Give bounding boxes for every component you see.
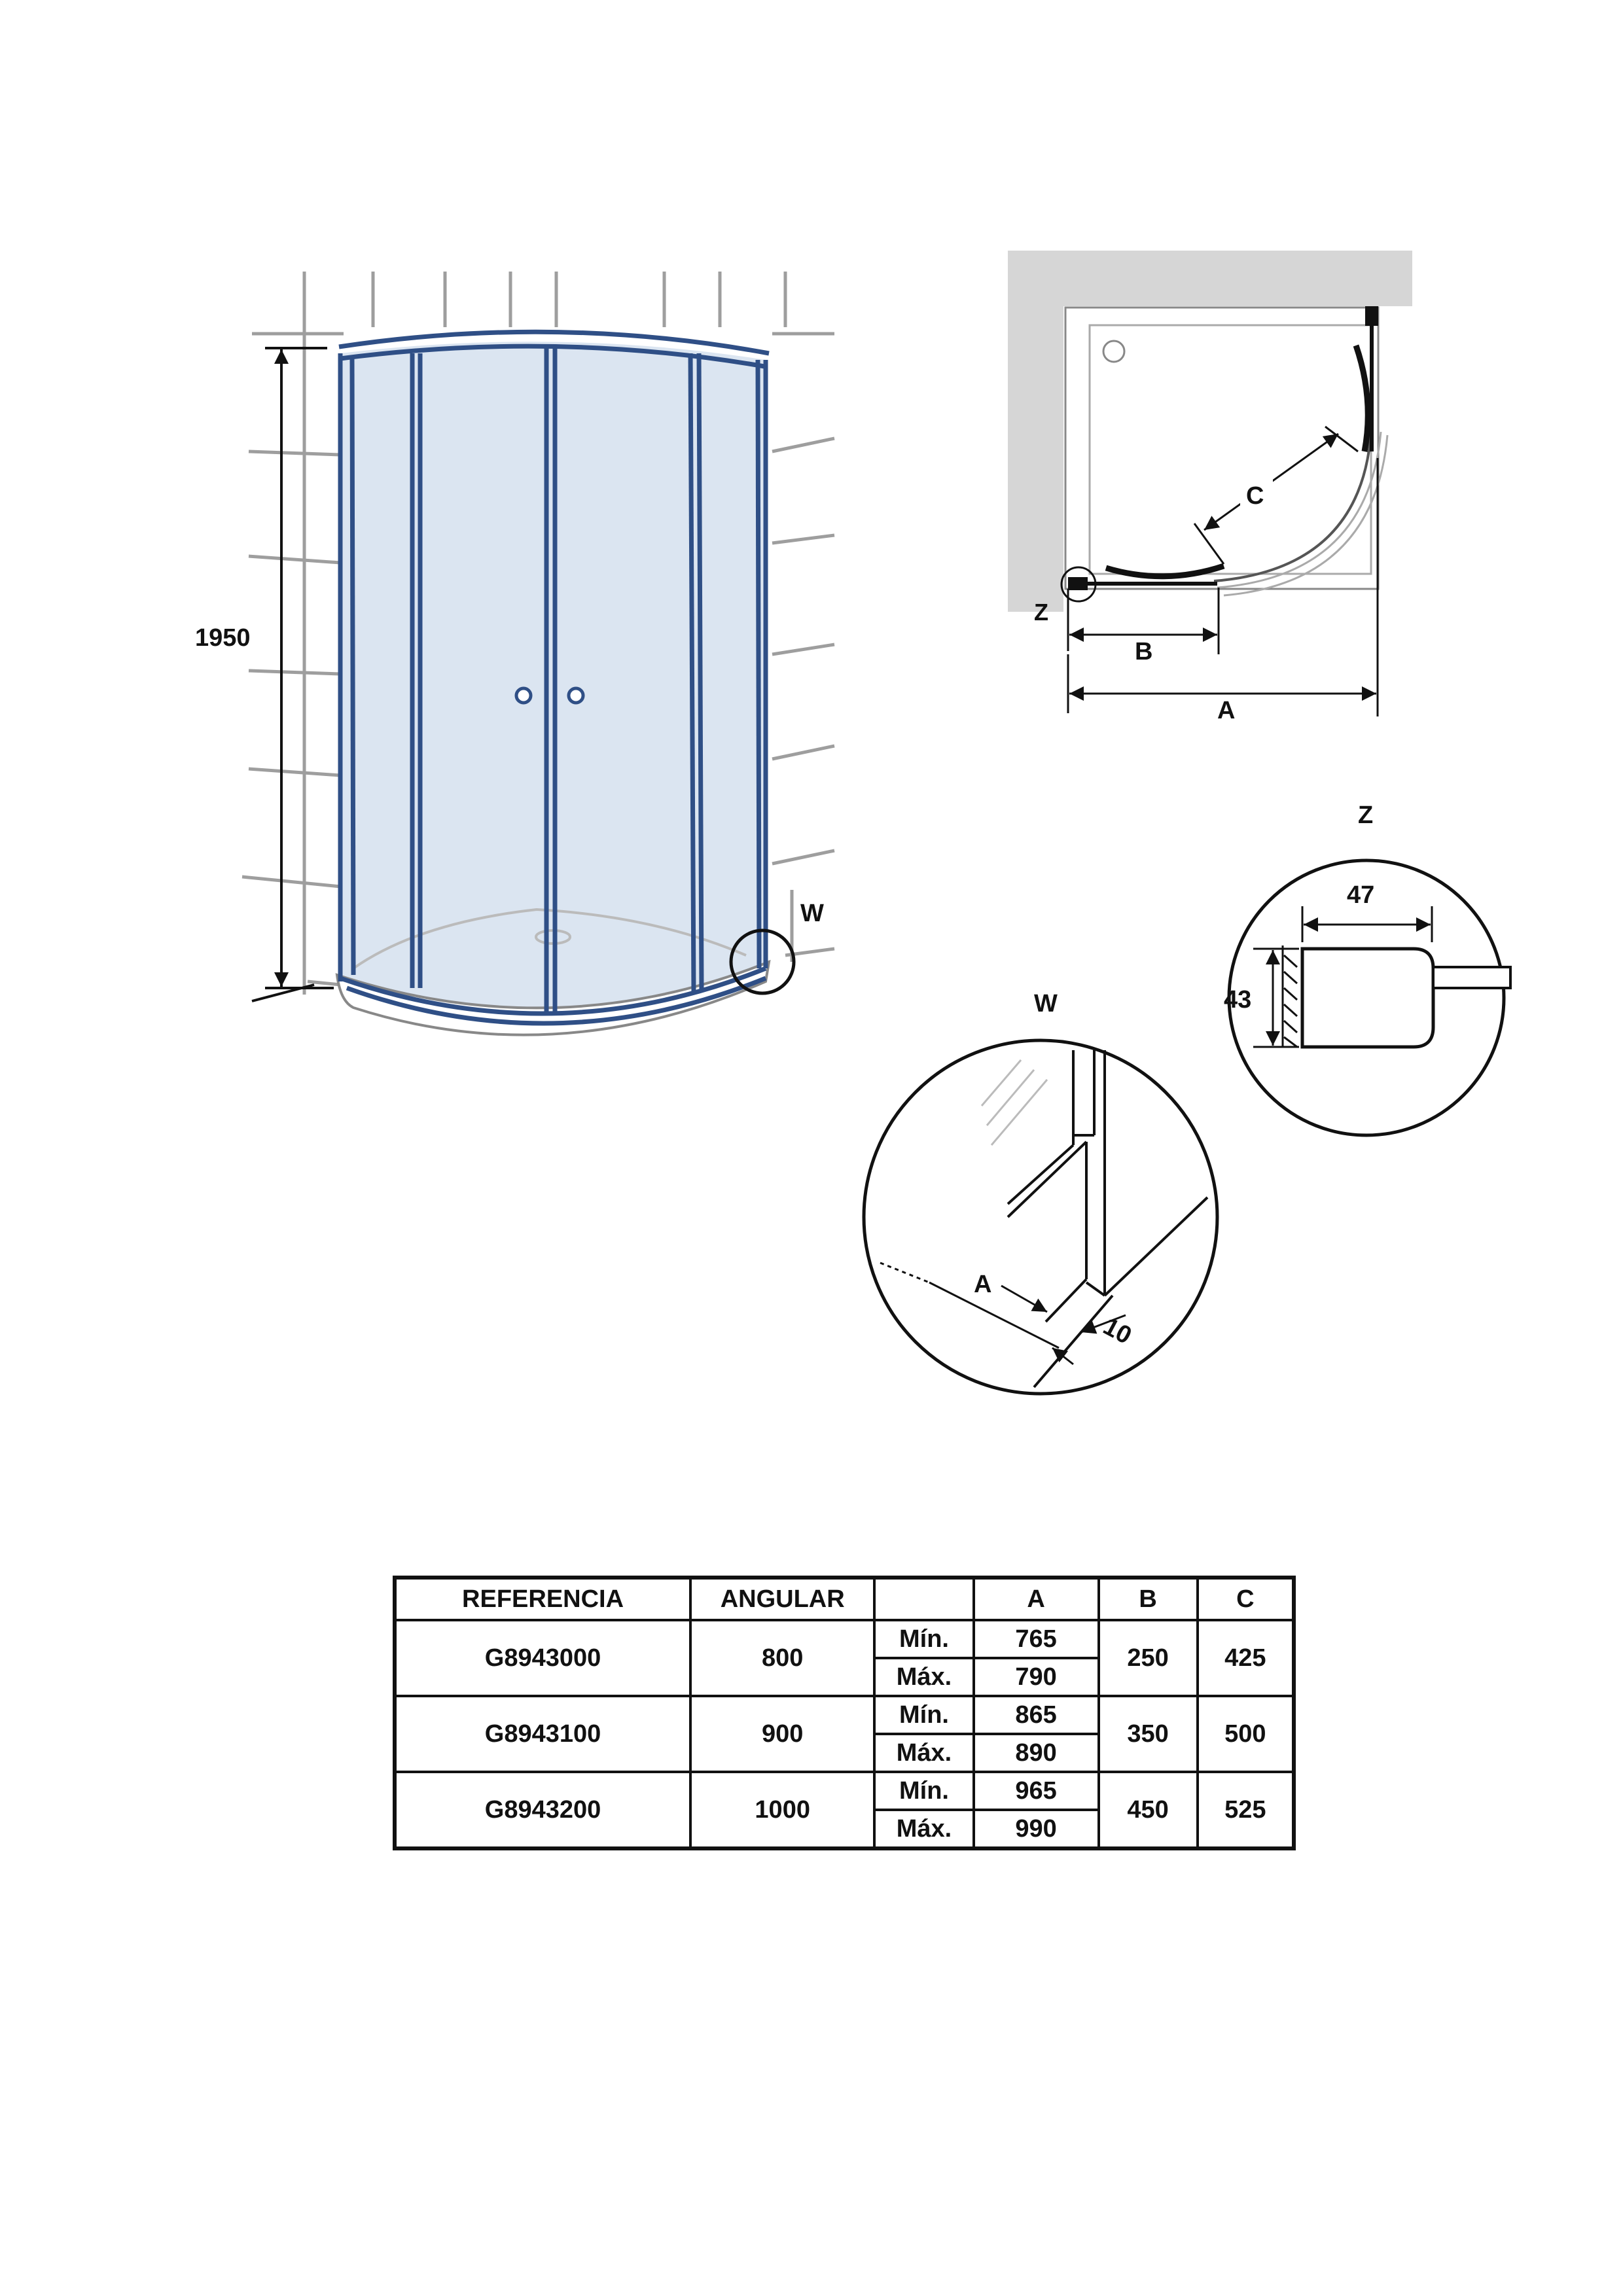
header-c: C <box>1196 1576 1296 1621</box>
max-label-cell: Máx. <box>873 1809 975 1850</box>
detail-z-width-label: 47 <box>1347 881 1374 909</box>
plan-walls <box>1008 251 1412 612</box>
table-row: Máx. 890 <box>395 1733 1294 1773</box>
c-cell: 500 <box>1196 1695 1296 1773</box>
detail-w-label-a: A <box>974 1271 991 1298</box>
detail-z: Z 47 43 <box>1224 802 1512 1137</box>
detail-w: W A 10 <box>862 990 1219 1396</box>
detail-z-callout <box>1060 566 1097 603</box>
plan-door-left <box>1105 563 1225 580</box>
dimension-a-detail <box>1001 1284 1048 1313</box>
door-handle-left-icon <box>514 686 533 705</box>
header-referencia: REFERENCIA <box>393 1576 692 1621</box>
reference-cell: G8943200 <box>393 1771 692 1850</box>
a-max-cell: 990 <box>972 1809 1100 1850</box>
table-row: G8943000 800 Mín. 765 250 425 <box>393 1619 1296 1697</box>
shower-perspective-view: 1950 W <box>195 272 835 1036</box>
plan-door-right <box>1353 344 1371 452</box>
min-label-cell: Mín. <box>873 1619 975 1659</box>
a-min-cell: 765 <box>972 1619 1100 1659</box>
plan-view: Z C B A <box>1008 251 1412 724</box>
a-max-cell: 790 <box>972 1657 1100 1697</box>
c-cell: 525 <box>1196 1771 1296 1850</box>
dimension-10 <box>1080 1314 1126 1334</box>
shower-frame <box>338 329 770 1026</box>
max-label-cell: Máx. <box>873 1733 975 1773</box>
header-b: B <box>1097 1576 1199 1621</box>
height-label: 1950 <box>195 624 251 652</box>
max-label-cell: Máx. <box>873 1657 975 1697</box>
reference-cell: G8943100 <box>393 1695 692 1773</box>
a-min-cell: 965 <box>972 1771 1100 1811</box>
table-header-row: REFERENCIA ANGULAR A B C <box>393 1576 1296 1621</box>
plan-label-a: A <box>1217 697 1235 724</box>
angular-cell: 1000 <box>689 1771 876 1850</box>
header-blank <box>873 1576 975 1621</box>
plan-drain-icon <box>1102 340 1126 363</box>
detail-w-marker: W <box>800 900 824 927</box>
min-label-cell: Mín. <box>873 1771 975 1811</box>
angular-cell: 900 <box>689 1695 876 1773</box>
plan-label-z: Z <box>1034 599 1048 626</box>
plan-label-c: C <box>1246 482 1264 510</box>
b-cell: 350 <box>1097 1695 1199 1773</box>
b-cell: 250 <box>1097 1619 1199 1697</box>
detail-w-callout <box>729 928 796 995</box>
reference-cell: G8943000 <box>393 1619 692 1697</box>
table-row: G8943200 1000 Mín. 965 450 525 <box>393 1771 1296 1850</box>
height-dimension <box>251 347 334 1002</box>
door-handle-right-icon <box>567 686 585 705</box>
header-a: A <box>972 1576 1100 1621</box>
table-row: Máx. 790 <box>395 1657 1294 1697</box>
angular-cell: 800 <box>689 1619 876 1697</box>
dimensions-table: REFERENCIA ANGULAR A B C G8943000 800 Mí… <box>393 1576 1296 1850</box>
b-cell: 450 <box>1097 1771 1199 1850</box>
header-angular: ANGULAR <box>689 1576 876 1621</box>
a-max-cell: 890 <box>972 1733 1100 1773</box>
min-label-cell: Mín. <box>873 1695 975 1735</box>
table-row: G8943100 900 Mín. 865 350 500 <box>393 1695 1296 1773</box>
c-cell: 425 <box>1196 1619 1296 1697</box>
wall-profile <box>1300 947 1435 1049</box>
plan-tray <box>1064 306 1380 590</box>
a-min-cell: 865 <box>972 1695 1100 1735</box>
detail-z-title: Z <box>1358 802 1373 829</box>
detail-z-height-label: 43 <box>1224 986 1251 1014</box>
glass-edge <box>1432 966 1512 989</box>
detail-w-title: W <box>1034 990 1058 1017</box>
plan-label-b: B <box>1135 638 1152 665</box>
table-row: Máx. 990 <box>395 1809 1294 1850</box>
